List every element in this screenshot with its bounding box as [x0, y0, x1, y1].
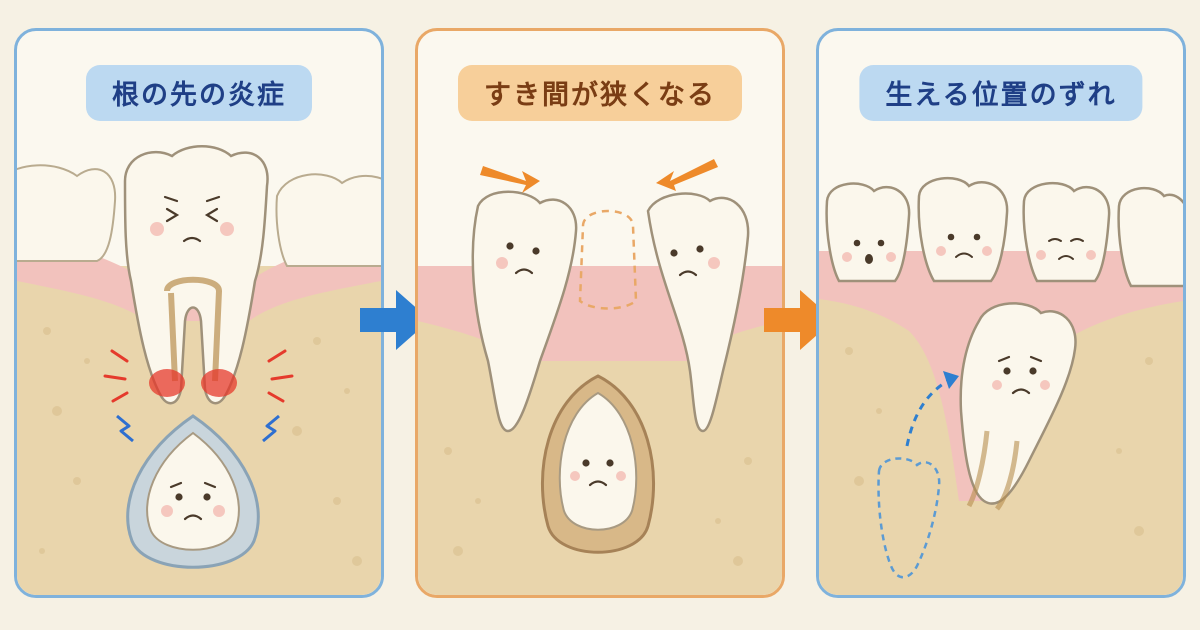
- shifted-tooth-root: [966, 430, 1020, 511]
- missing-tooth-outline: [578, 209, 638, 310]
- panel-inflammation: 根の先の炎症: [14, 28, 384, 598]
- permanent-tooth-face: [169, 481, 217, 521]
- panel-title: 根の先の炎症: [86, 65, 312, 121]
- neighbor-tooth-left: [17, 164, 117, 262]
- permanent-tooth: [146, 431, 240, 551]
- neighbor-tooth-right: [275, 173, 381, 267]
- bone-texture: [39, 327, 362, 566]
- pain-mark-icon: [103, 349, 294, 403]
- arrow-right-icon: [360, 290, 430, 350]
- panel-position-shift: 生える位置のずれ: [816, 28, 1186, 598]
- original-position-outline: [877, 457, 941, 579]
- inflammation-right: [201, 369, 237, 397]
- tilted-tooth-right-face: [670, 245, 704, 277]
- bone-texture: [444, 447, 752, 566]
- position-shift-scene: [819, 176, 1183, 595]
- narrowing-scene: [418, 159, 782, 595]
- tooth-row-faces: [853, 233, 1084, 264]
- eruption-path-arrow-icon: [905, 377, 952, 447]
- tilted-tooth-left: [471, 190, 578, 433]
- eruption-path-arrowhead: [943, 371, 959, 389]
- shifted-tooth-face: [997, 355, 1043, 395]
- permanent-tooth-face: [582, 459, 614, 487]
- push-arrow-icon: [480, 159, 718, 193]
- panel-title: 生える位置のずれ: [859, 65, 1143, 121]
- lightning-icon: [116, 414, 280, 443]
- tilted-tooth-left-face: [506, 242, 540, 275]
- panel-title: すき間が狭くなる: [458, 65, 742, 121]
- inflammation-scene: [17, 145, 381, 595]
- shifted-tooth: [959, 302, 1077, 505]
- bone-texture: [845, 347, 1153, 536]
- gum: [17, 236, 381, 321]
- permanent-tooth: [558, 391, 638, 531]
- inflammation-left: [149, 369, 185, 397]
- panel-narrowing-space: すき間が狭くなる: [415, 28, 785, 598]
- tooth-root-canal: [164, 276, 223, 382]
- tooth-face-pained: [163, 195, 221, 243]
